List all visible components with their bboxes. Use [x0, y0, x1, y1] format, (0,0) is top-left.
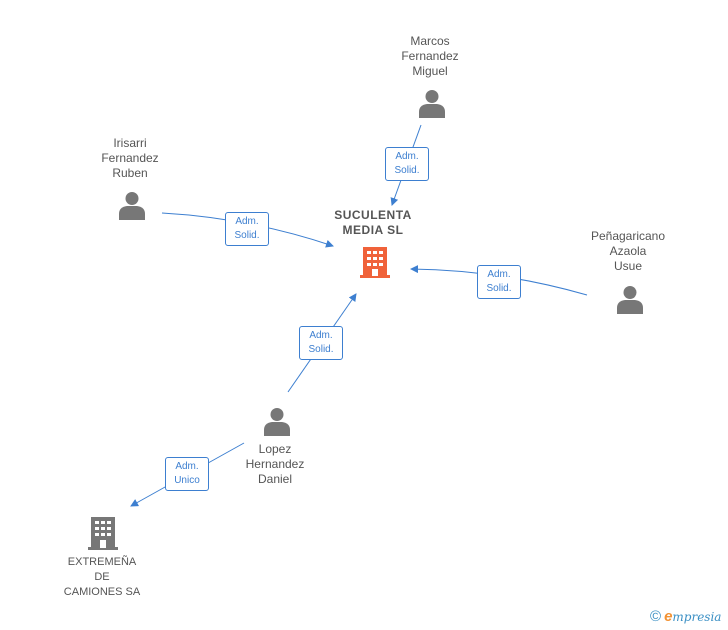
relation-label[interactable]: Adm. Unico — [165, 457, 209, 491]
person-icon[interactable] — [262, 406, 292, 436]
brand-logo: ©empresia — [650, 608, 721, 625]
person-icon[interactable] — [117, 190, 147, 220]
brand-initial: e — [664, 608, 673, 625]
person-icon[interactable] — [417, 88, 447, 118]
person-icon[interactable] — [615, 284, 645, 314]
brand-name: mpresia — [672, 610, 722, 624]
person-penagaricano-name: Peñagaricano Azaola Usue — [590, 229, 666, 273]
building-icon[interactable] — [86, 515, 120, 551]
relation-label[interactable]: Adm. Solid. — [225, 212, 269, 246]
building-icon[interactable] — [358, 245, 392, 279]
person-lopez-name: Lopez Hernandez Daniel — [245, 442, 305, 486]
person-marcos-name: Marcos Fernandez Miguel — [401, 34, 459, 78]
relation-label[interactable]: Adm. Solid. — [299, 326, 343, 360]
company-extremena-name: EXTREMEÑA DE CAMIONES SA — [63, 556, 141, 598]
relation-label[interactable]: Adm. Solid. — [385, 147, 429, 181]
copyright-icon: © — [650, 608, 662, 625]
relation-label[interactable]: Adm. Solid. — [477, 265, 521, 299]
person-irisarri-name: Irisarri Fernandez Ruben — [101, 136, 159, 180]
center-company-name: SUCULENTA MEDIA SL — [334, 208, 412, 237]
